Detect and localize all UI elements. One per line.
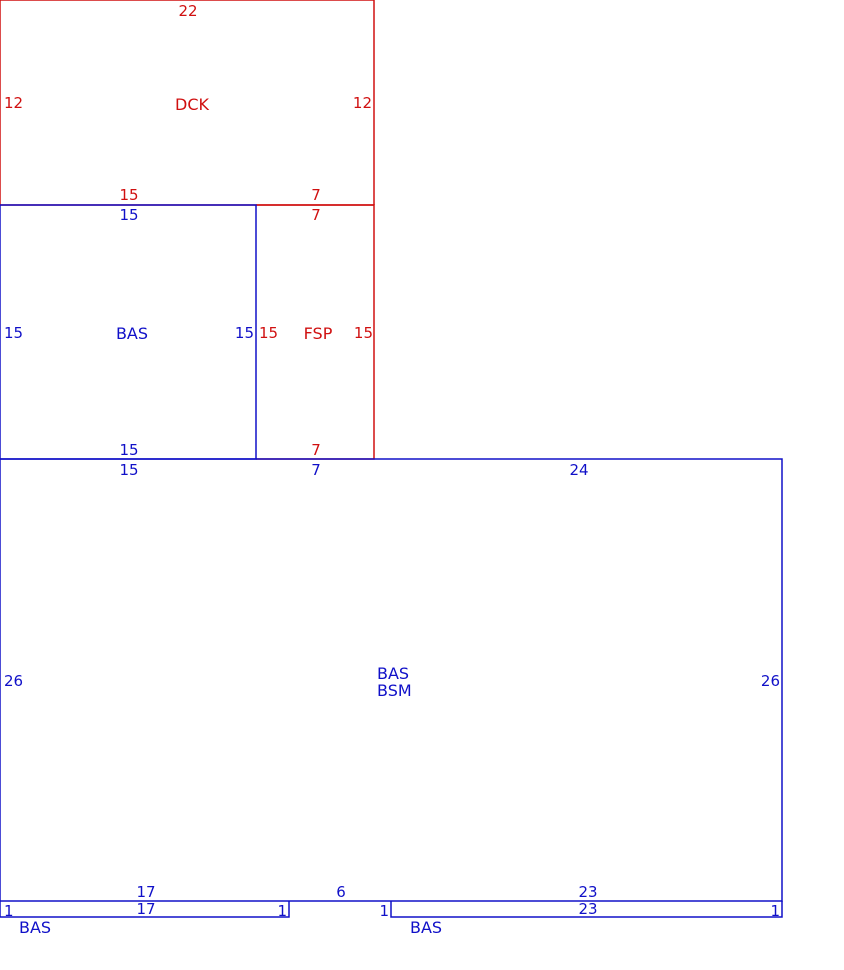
strip-right-right-dimension: 1 <box>770 902 780 920</box>
upper-bas-left-dimension: 15 <box>4 324 23 342</box>
upper-bas-labels: 15 15 BAS 15 15 <box>4 206 254 459</box>
main-labels: 15 7 24 26 26 BAS BSM 17 6 23 <box>4 461 780 901</box>
upper-bas-bottom-dimension: 15 <box>119 441 138 459</box>
deck-bottom-left-dimension: 15 <box>119 186 138 204</box>
fsp-right-dimension: 15 <box>354 324 373 342</box>
deck-outline <box>0 0 375 205</box>
main-bottom-left-dimension: 17 <box>136 883 155 901</box>
fsp-labels: 7 15 FSP 15 7 <box>259 206 373 459</box>
main-top-left-dimension: 15 <box>119 461 138 479</box>
fsp-bottom-dimension: 7 <box>311 441 321 459</box>
upper-bas-area-name: BAS <box>116 324 148 343</box>
main-bottom-mid-dimension: 6 <box>336 883 346 901</box>
strip-labels: 17 1 1 BAS 23 1 1 BAS <box>4 900 780 937</box>
bottom-strips <box>0 901 783 918</box>
upper-bas-right-dimension: 15 <box>235 324 254 342</box>
strip-right-area-name: BAS <box>410 918 442 937</box>
main-right-dimension: 26 <box>761 672 780 690</box>
deck-right-dimension: 12 <box>353 94 372 112</box>
main-area-name-bsm: BSM <box>377 681 412 700</box>
strip-left-top-dimension: 17 <box>136 900 155 918</box>
deck-top-dimension: 22 <box>178 2 197 20</box>
strip-right-left-dimension: 1 <box>379 902 389 920</box>
main-top-right-dimension: 24 <box>569 461 588 479</box>
main-area-name-bas: BAS <box>377 664 409 683</box>
strip-left-left-dimension: 1 <box>4 902 14 920</box>
deck-labels: 22 12 12 DCK 15 7 <box>4 2 372 204</box>
fsp-left-dimension: 15 <box>259 324 278 342</box>
fsp-top-dimension: 7 <box>311 206 321 224</box>
fsp-area-name: FSP <box>304 324 333 343</box>
strip-right-top-dimension: 23 <box>578 900 597 918</box>
strip-left-area-name: BAS <box>19 918 51 937</box>
strip-right-outline <box>390 901 783 918</box>
strip-left-right-dimension: 1 <box>277 902 287 920</box>
deck-left-dimension: 12 <box>4 94 23 112</box>
strip-left-outline <box>0 901 290 918</box>
deck-area-name: DCK <box>175 95 209 114</box>
main-left-dimension: 26 <box>4 672 23 690</box>
main-bottom-right-dimension: 23 <box>578 883 597 901</box>
deck-bottom-right-dimension: 7 <box>311 186 321 204</box>
upper-bas-top-dimension: 15 <box>119 206 138 224</box>
main-top-mid-dimension: 7 <box>311 461 321 479</box>
